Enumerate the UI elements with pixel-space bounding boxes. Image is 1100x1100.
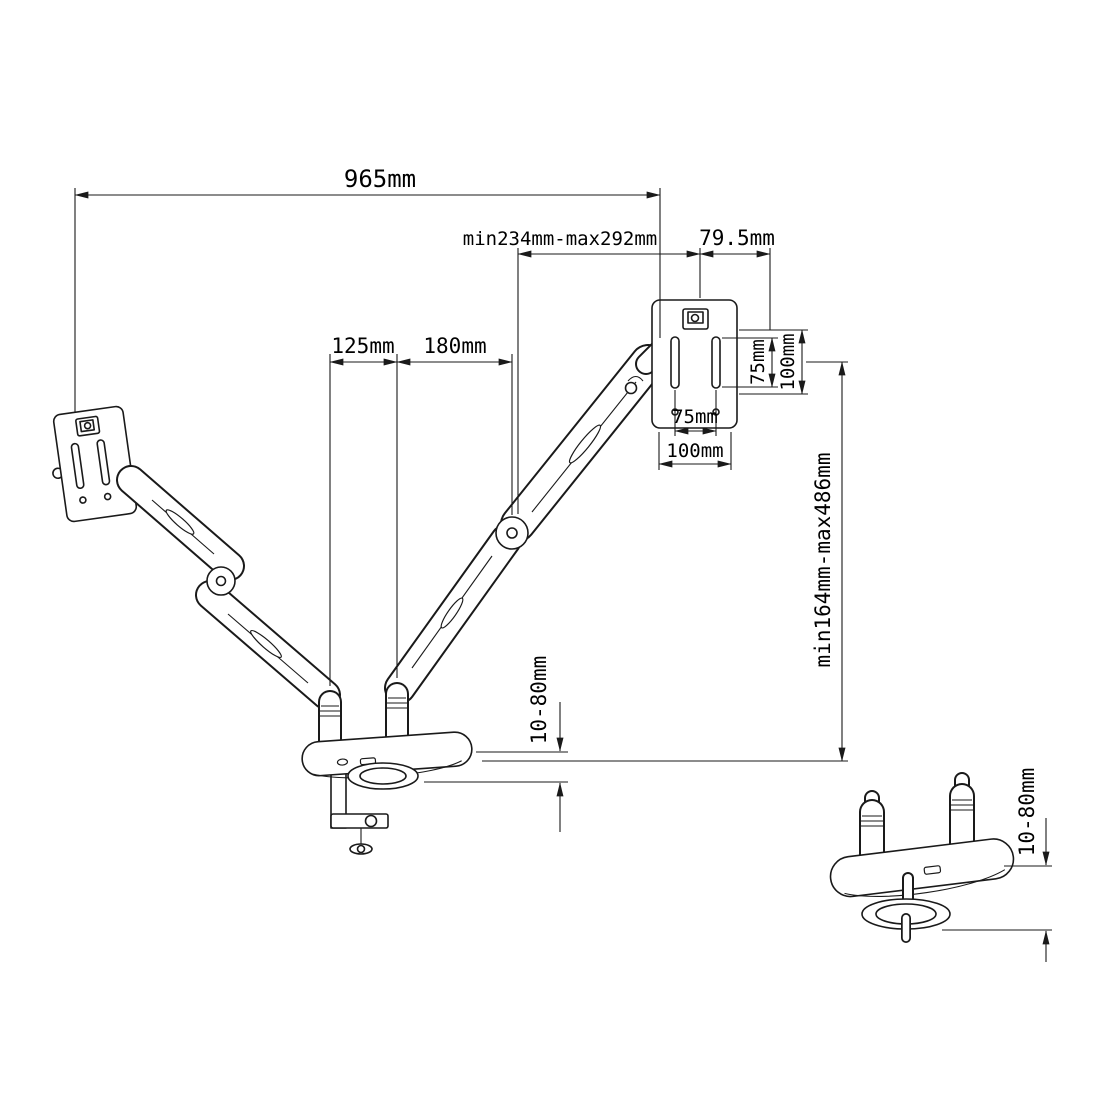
dim-vesa-vertical-75: 75mm <box>722 337 778 388</box>
dim-label-pivot-offset: 79.5mm <box>699 226 775 250</box>
dim-pivot-offset: 79.5mm <box>699 226 775 330</box>
dim-label-vesa-horizontal-75: 75mm <box>672 406 718 428</box>
dim-label-vesa-vertical-100: 100mm <box>777 333 799 390</box>
inset-base-plate <box>829 838 1015 898</box>
inset-grommet-base <box>829 772 1015 943</box>
left-plate-body <box>52 405 138 523</box>
base-plate <box>301 731 473 779</box>
dim-label-vesa-vertical-75: 75mm <box>747 339 769 385</box>
clamp-foot <box>330 813 389 829</box>
dim-label-arm-offset: 180mm <box>423 334 486 358</box>
dim-label-desk-thickness-inset: 10-80mm <box>1015 768 1039 857</box>
left-plate-slot <box>96 439 111 486</box>
dim-label-total-width: 965mm <box>344 165 416 193</box>
dim-label-height-range: min164mm-max486mm <box>811 453 835 668</box>
dim-total-width: 965mm <box>74 165 661 413</box>
cable-clip <box>624 381 638 395</box>
base-clamp-assembly <box>301 682 473 855</box>
dim-label-post-spacing: 125mm <box>331 334 394 358</box>
dim-height-range: min164mm-max486mm <box>482 361 848 762</box>
dim-label-vesa-horizontal-100: 100mm <box>666 440 723 462</box>
left-vesa-plate <box>52 405 138 523</box>
right-arm-assembly <box>384 338 672 704</box>
dim-post-spacing: 125mm 180mm <box>329 334 513 686</box>
dim-vesa-horizontal-75: 75mm <box>672 390 718 436</box>
dim-label-desk-thickness: 10-80mm <box>527 656 551 745</box>
dim-vesa-vertical-100: 100mm <box>739 329 808 395</box>
dim-label-arm-extension: min234mm-max292mm <box>463 228 657 250</box>
right-plate-slot <box>670 336 680 389</box>
left-arm-assembly <box>116 465 341 710</box>
right-plate-slot <box>711 336 721 389</box>
dim-desk-thickness: 10-80mm <box>424 656 568 832</box>
dim-vesa-horizontal-100: 100mm <box>658 432 732 470</box>
dim-desk-thickness-inset: 10-80mm <box>942 768 1052 962</box>
inset-usb-port <box>923 865 942 875</box>
left-plate-slot <box>70 442 85 490</box>
